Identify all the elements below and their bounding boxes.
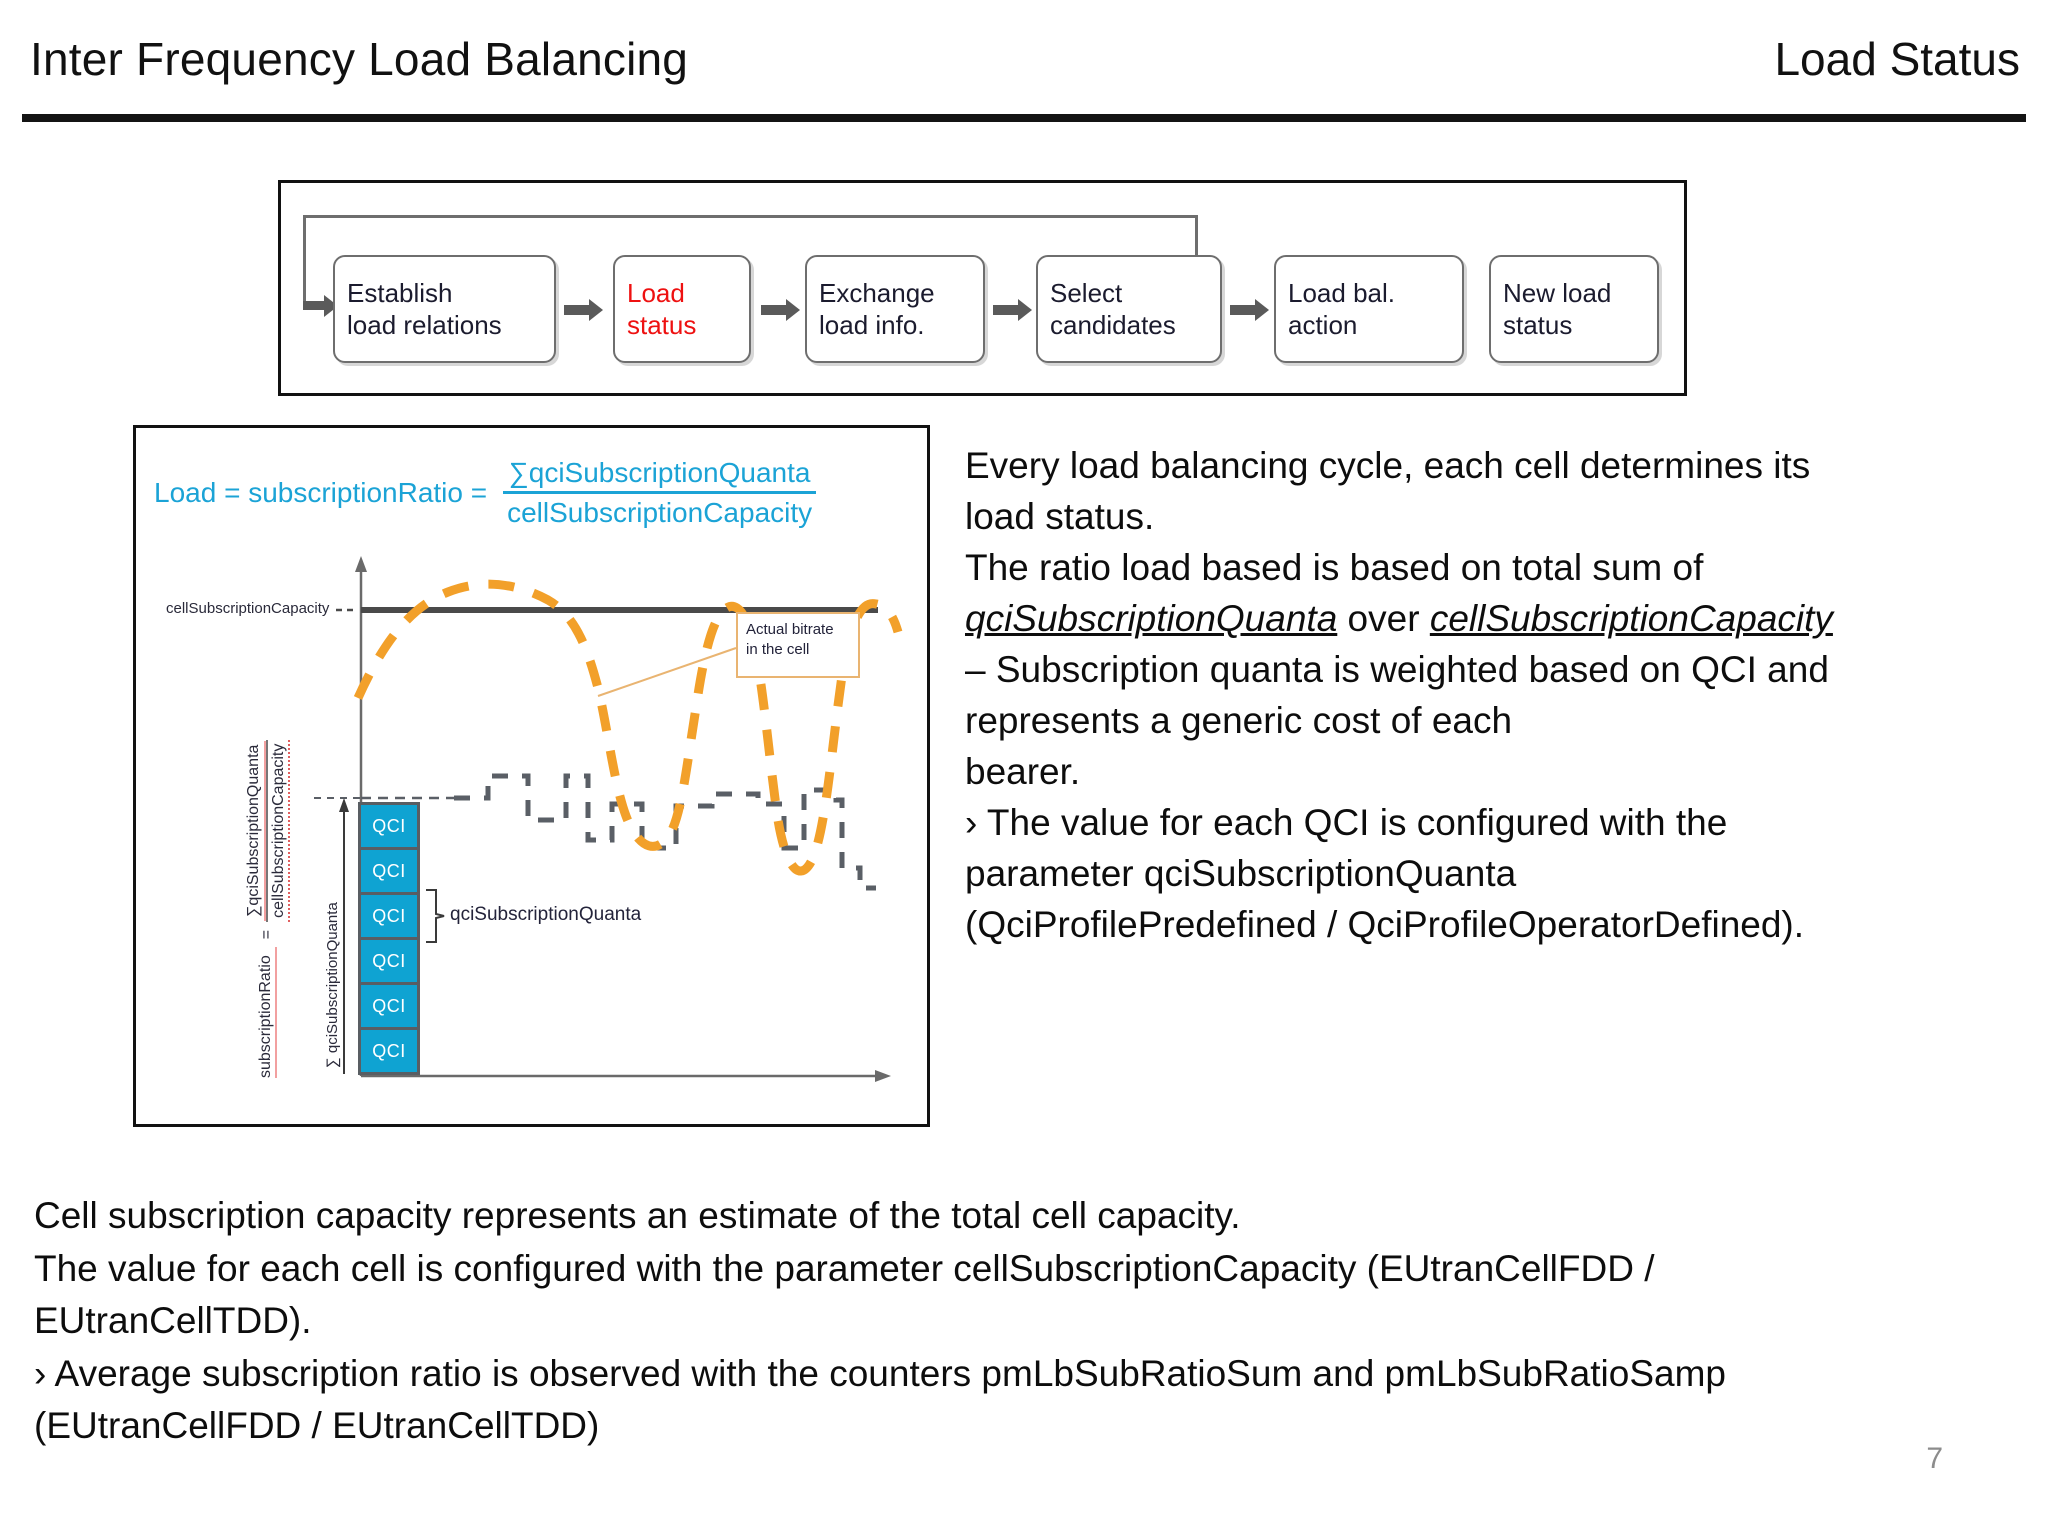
right-text-line: (QciProfilePredefined / QciProfileOperat… (965, 904, 1805, 946)
bottom-text-line: EUtranCellTDD). (34, 1300, 312, 1342)
actual-bitrate-curve (353, 579, 903, 876)
right-text-line-emphasis: qciSubscriptionQuanta over cellSubscript… (965, 593, 2025, 644)
bottom-text-line: › Average subscription ratio is observed… (34, 1352, 1726, 1394)
load-balancing-flow-diagram: Establish load relations Load status Exc… (278, 180, 1687, 396)
page-number: 7 (1926, 1442, 1943, 1475)
flow-step-select-candidates[interactable]: Select candidates (1036, 255, 1222, 363)
flow-step-line1: Select (1050, 277, 1123, 308)
right-text-line: The ratio load based is based on total s… (965, 547, 1704, 589)
actual-bitrate-callout: Actual bitrate in the cell (736, 612, 860, 678)
bottom-text-line: Cell subscription capacity represents an… (34, 1195, 1241, 1236)
bottom-text-line: (EUtranCellFDD / EUtranCellTDD) (34, 1405, 600, 1447)
flow-step-line1: Establish (347, 277, 453, 308)
qci-block: QCI (358, 847, 420, 895)
flow-step-line1: Load bal. (1288, 277, 1395, 308)
ratio-fraction-lhs: subscriptionRatio (257, 947, 278, 1078)
flow-step-line2: status (627, 310, 697, 340)
subscription-ratio-plot: QCI QCI QCI QCI QCI QCI qciSubscriptionQ… (136, 548, 927, 1124)
flow-step-new-load-status[interactable]: New load status (1489, 255, 1659, 363)
flow-step-line2: load info. (819, 310, 925, 340)
formula-numerator: ∑qciSubscriptionQuanta (508, 457, 811, 488)
sum-quanta-axis-label: ∑ qciSubscriptionQuanta (324, 902, 341, 1068)
formula-denominator: cellSubscriptionCapacity (507, 497, 813, 529)
param-cell-subscription-capacity: cellSubscriptionCapacity (1429, 598, 1833, 640)
page-subtitle: Load Status (1774, 33, 2020, 85)
right-text-line: load status. (965, 496, 1155, 538)
quanta-step-curve (454, 773, 876, 891)
header-divider (22, 114, 2026, 122)
flow-step-line1: Load (627, 277, 685, 308)
right-text-line: represents a generic cost of each (965, 700, 1513, 742)
right-text-line: – Subscription quanta is weighted based … (965, 649, 1829, 691)
flow-arrow-2-icon (761, 299, 800, 321)
cell-subscription-capacity-label: cellSubscriptionCapacity (166, 600, 330, 617)
flow-step-line2: candidates (1050, 310, 1176, 340)
ratio-fraction-equals: = (258, 929, 276, 940)
flow-step-load-bal-action[interactable]: Load bal. action (1274, 255, 1464, 363)
qci-block-label: QCI (372, 995, 406, 1016)
ratio-fraction-body: ∑qciSubscriptionQuanta cellSubscriptionC… (244, 739, 291, 922)
flow-step-line2: action (1288, 310, 1358, 340)
right-text-line: Every load balancing cycle, each cell de… (965, 445, 1811, 486)
callout-leader-line (597, 647, 737, 697)
quanta-bracket-icon (426, 889, 445, 943)
qci-block: QCI (358, 802, 420, 850)
right-text-line: parameter qciSubscriptionQuanta (965, 853, 1517, 895)
right-text-line: › The value for each QCI is configured w… (965, 802, 1728, 844)
qci-block-label: QCI (372, 1040, 406, 1061)
flow-arrow-3-icon (993, 299, 1032, 321)
qci-block-label: QCI (372, 860, 406, 881)
formula-fraction: ∑qciSubscriptionQuanta cellSubscriptionC… (503, 456, 817, 529)
x-axis-arrow-icon (875, 1070, 891, 1082)
formula-fraction-bar (503, 491, 817, 495)
flow-step-line2: load relations (347, 310, 502, 340)
feedback-loop-top-segment (303, 215, 1198, 218)
flow-step-line1: New load (1503, 277, 1612, 308)
ratio-fraction-denominator: cellSubscriptionCapacity (268, 739, 291, 922)
qci-block-label: QCI (372, 950, 406, 971)
feedback-loop-arrow-icon (303, 295, 338, 317)
qci-subscription-quanta-label: qciSubscriptionQuanta (450, 904, 642, 925)
qci-block: QCI (358, 1027, 420, 1075)
callout-line1: Actual bitrate (746, 621, 834, 638)
flow-step-load-status[interactable]: Load status (613, 255, 751, 363)
feedback-loop-left-segment (303, 215, 306, 307)
flow-arrow-1-icon (564, 299, 603, 321)
qci-block: QCI (358, 982, 420, 1030)
right-text-connector: over (1337, 598, 1430, 640)
bottom-description-block: Cell subscription capacity represents an… (34, 1190, 2024, 1453)
formula-left-hand-side: Load = subscriptionRatio = (154, 476, 488, 508)
right-text-line: bearer. (965, 751, 1081, 793)
param-qci-subscription-quanta: qciSubscriptionQuanta (965, 598, 1338, 640)
flow-step-line1: Exchange (819, 277, 935, 308)
right-description-block: Every load balancing cycle, each cell de… (965, 440, 2025, 950)
flow-step-line2: status (1503, 310, 1573, 340)
y-axis-arrow-icon (355, 556, 367, 572)
page-title: Inter Frequency Load Balancing (30, 33, 689, 85)
qci-block-label: QCI (372, 815, 406, 836)
qci-block-label: QCI (372, 905, 406, 926)
ratio-fraction-numerator: ∑qciSubscriptionQuanta (244, 740, 267, 921)
bottom-text-line: The value for each cell is configured wi… (34, 1247, 1655, 1289)
quanta-sum-arrow-head-icon (339, 798, 349, 812)
flow-arrow-4-icon (1230, 299, 1269, 321)
qci-block: QCI (358, 892, 420, 940)
subscription-ratio-fraction: subscriptionRatio = ∑qciSubscriptionQuan… (244, 739, 291, 1078)
load-formula-figure: Load = subscriptionRatio = ∑qciSubscript… (133, 425, 930, 1127)
qci-block: QCI (358, 937, 420, 985)
flow-step-exchange-load-info[interactable]: Exchange load info. (805, 255, 985, 363)
load-formula: Load = subscriptionRatio = ∑qciSubscript… (154, 456, 817, 529)
flow-step-establish-load-relations[interactable]: Establish load relations (333, 255, 556, 363)
callout-line2: in the cell (746, 641, 810, 659)
